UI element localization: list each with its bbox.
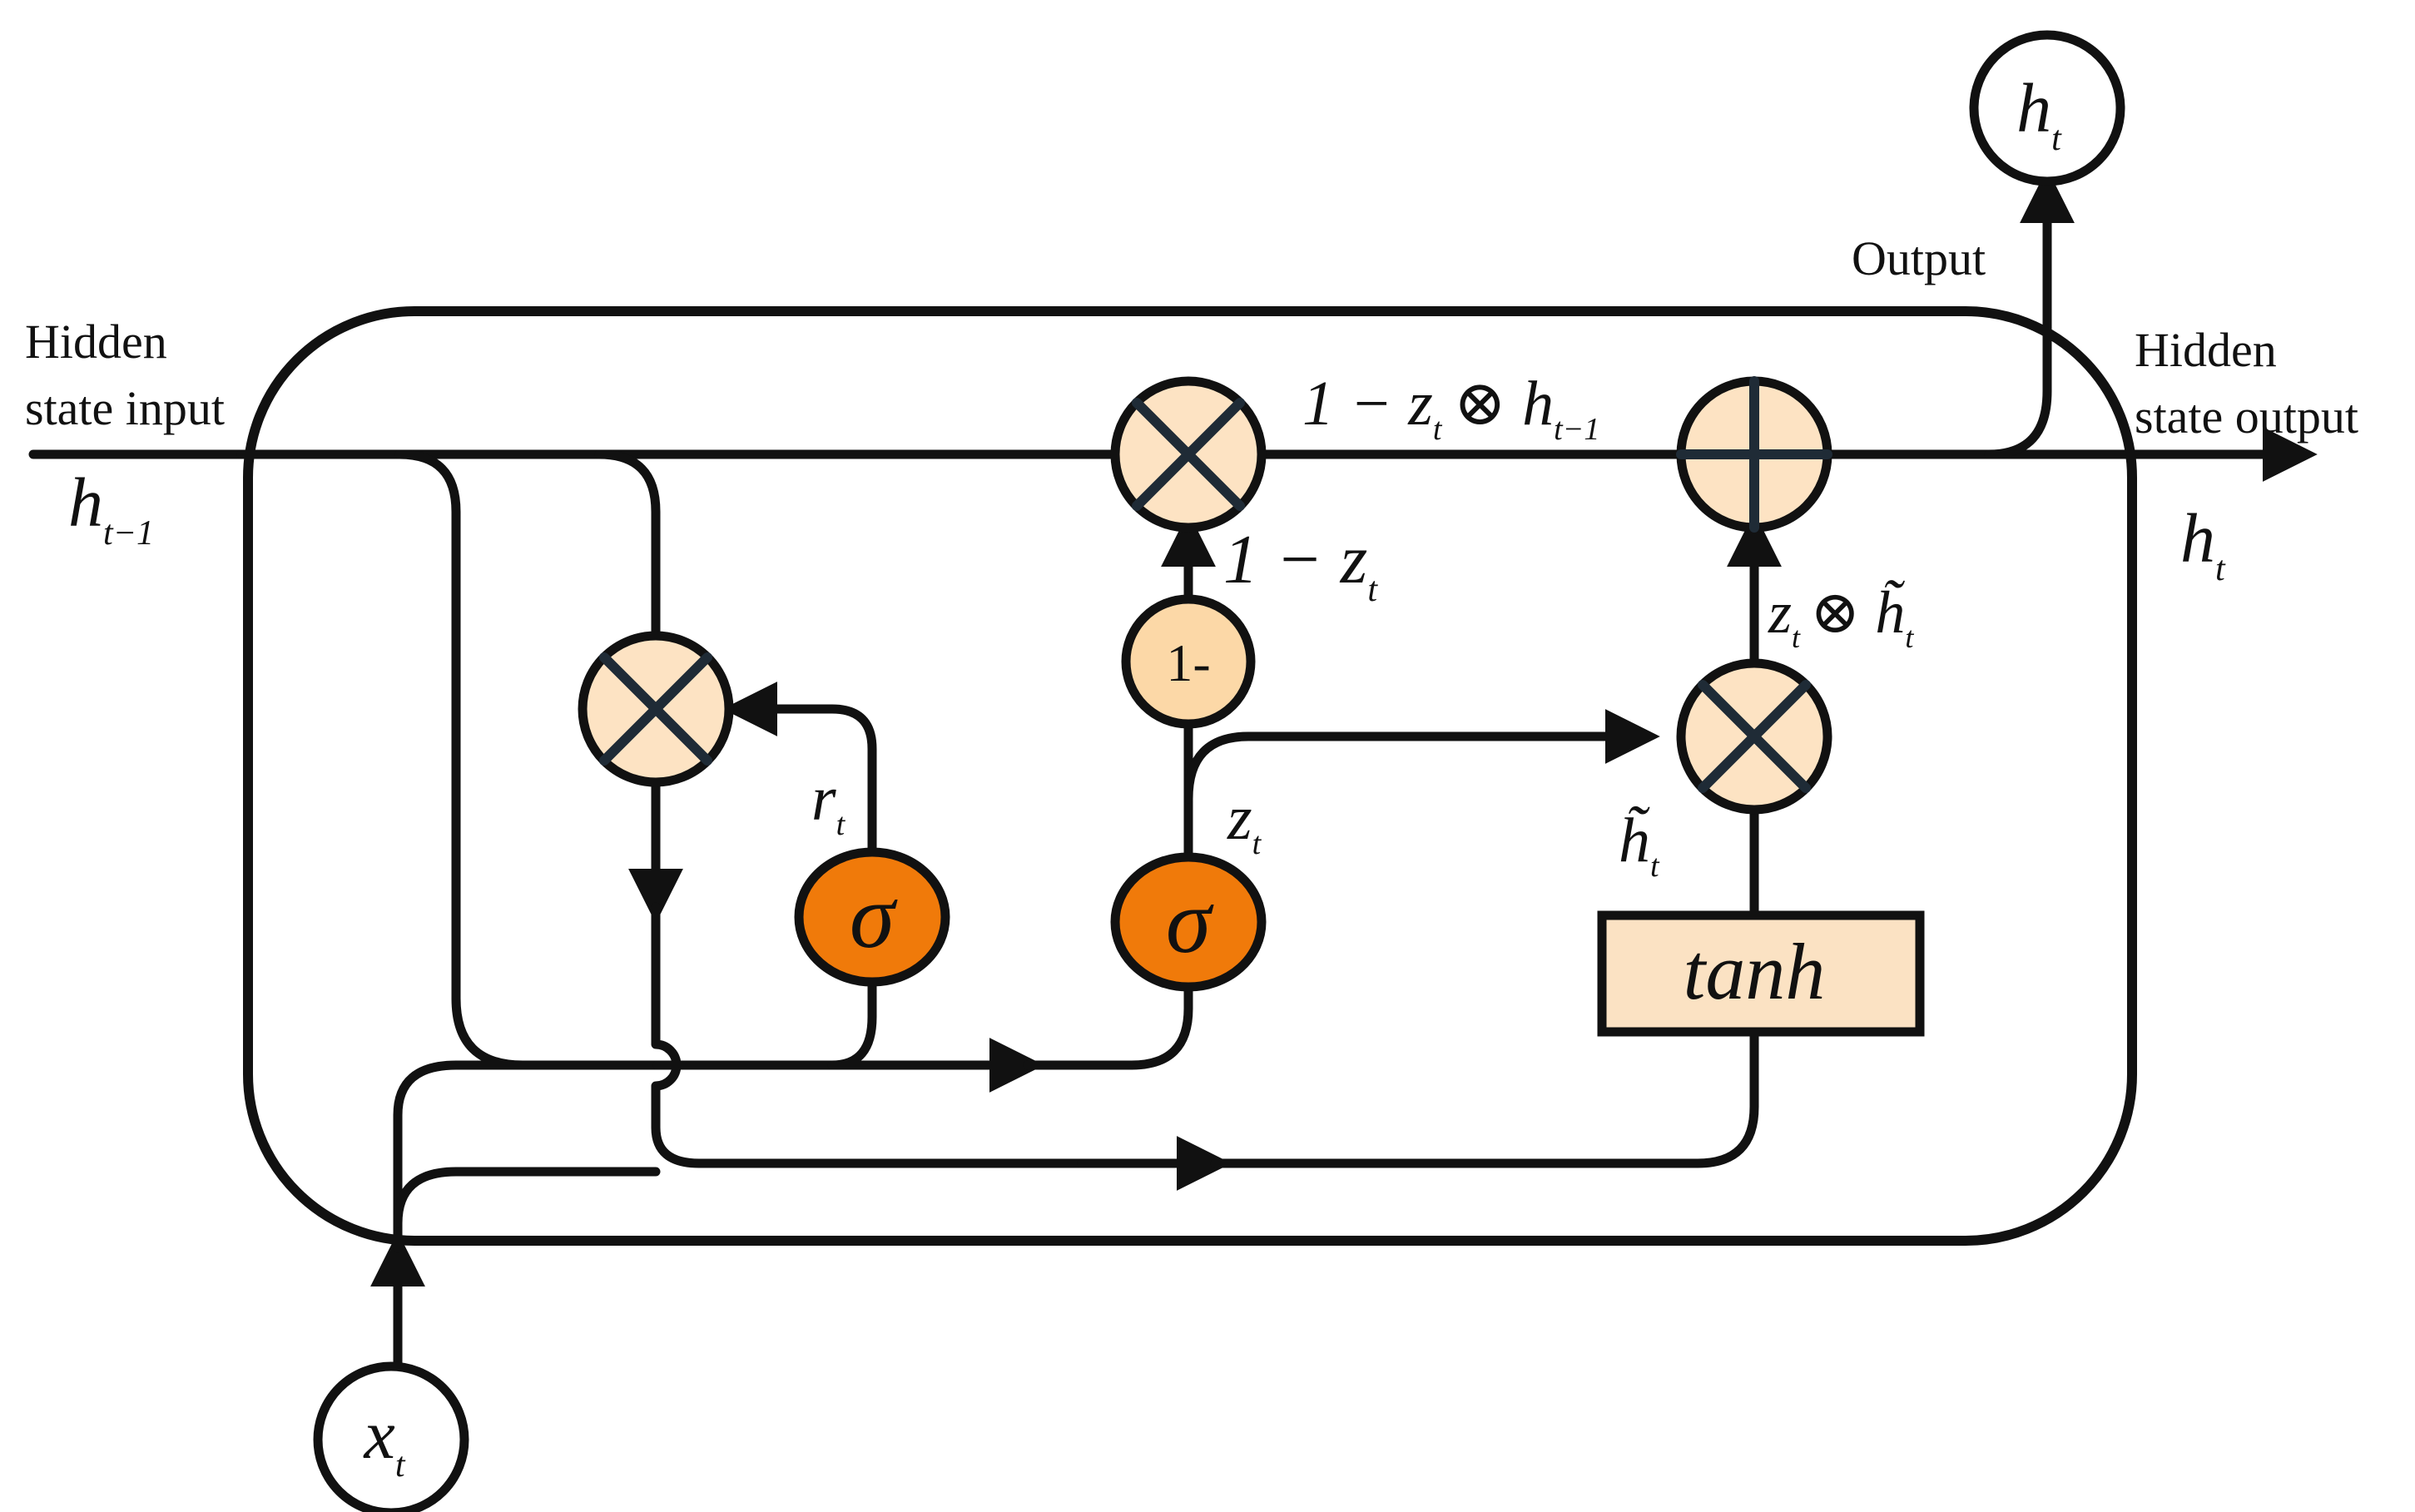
z-times-htilde-label: zt⊗ h̃t	[1768, 579, 1914, 654]
update-gate-circle	[1110, 852, 1267, 992]
input-node-label: xt	[363, 1396, 406, 1485]
output-label: Output	[1852, 231, 1986, 285]
candidate-path-to-tanh	[1210, 1029, 1759, 1168]
hidden-state-output-label-1: Hidden	[2135, 323, 2277, 377]
one-minus-z-label: 1 − zt	[1223, 521, 1378, 609]
tanh-node: tanh	[1597, 910, 1925, 1037]
output-node: ht	[1969, 30, 2125, 186]
candidate-multiply-node	[1676, 658, 1832, 815]
hidden-state-input-label-2: state input	[25, 381, 225, 435]
hidden-state-input-label-1: Hidden	[25, 315, 167, 369]
zt-to-candidate-mul	[1183, 709, 1660, 804]
rt-to-reset-mul	[722, 682, 877, 854]
top-multiply-node	[1110, 376, 1267, 533]
h-prev-to-reset-mul	[594, 449, 661, 637]
gate-input-to-update	[1023, 979, 1193, 1070]
reset-multiply-node	[578, 631, 734, 787]
plus-node	[1676, 376, 1832, 533]
reset-gate-circle	[794, 847, 950, 987]
one-minus-circle	[1121, 594, 1256, 729]
x-input-main	[393, 1060, 662, 1253]
rt-label: rt	[811, 764, 846, 842]
gru-cell-boundary	[243, 306, 2137, 1246]
multiply-icon	[599, 652, 712, 766]
one-minus-label: 1-	[1166, 633, 1210, 692]
wires	[28, 168, 2318, 1382]
multiply-icon	[1132, 398, 1245, 511]
multiply-icon	[1698, 680, 1811, 793]
tanh-box	[1597, 910, 1925, 1037]
gate-input-line	[652, 977, 877, 1070]
update-gate-sigma: σ	[1110, 852, 1267, 992]
htilde-label: h̃t	[1619, 806, 1660, 884]
reset-gate-sigma-label: σ	[850, 865, 898, 967]
output-circle	[1969, 30, 2125, 186]
x-input-lower	[393, 1167, 661, 1228]
hidden-state-output-label-2: state output	[2135, 389, 2358, 444]
input-node: xt	[313, 1361, 469, 1512]
reset-gate-sigma: σ	[794, 847, 950, 987]
h-out-label: ht	[2180, 500, 2226, 588]
input-circle	[313, 1361, 469, 1512]
top-equation-label: 1 − zt⊗ ht−1	[1302, 369, 1599, 447]
output-node-label: ht	[2016, 70, 2062, 158]
tanh-label: tanh	[1684, 927, 1826, 1016]
h-prev-label: ht−1	[68, 464, 154, 553]
output-branch	[1984, 168, 2075, 459]
reset-mul-down-lower	[651, 902, 1195, 1168]
plus-icon	[1676, 376, 1832, 533]
update-gate-sigma-label: σ	[1166, 870, 1214, 972]
one-minus-node: 1-	[1121, 594, 1256, 729]
zt-label: zt	[1227, 783, 1262, 861]
